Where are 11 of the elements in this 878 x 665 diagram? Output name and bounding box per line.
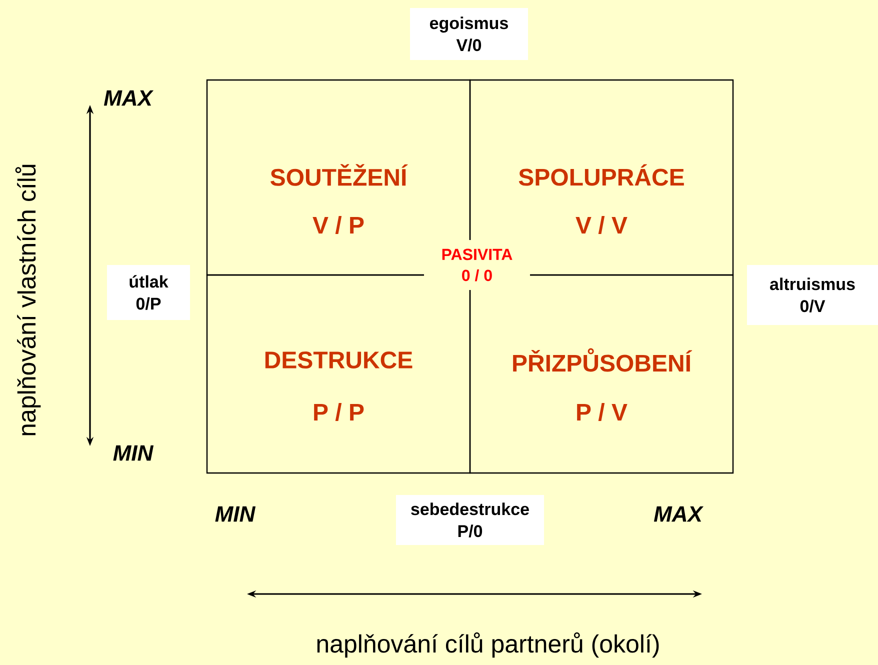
label-box: útlak 0/P — [107, 265, 190, 320]
axis-end-label: MIN — [215, 506, 256, 522]
center-label: PASIVITA 0 / 0 — [424, 240, 530, 290]
axis-title: naplňování cílů partnerů (okolí) — [317, 632, 659, 658]
axis-end-label: MIN — [113, 445, 154, 461]
axis-end-label: MAX — [654, 506, 704, 522]
label-box: egoismus V/0 — [410, 8, 528, 60]
axis-title: naplňování vlastních cílů — [15, 164, 41, 436]
label-box: sebedestrukce P/0 — [396, 495, 544, 545]
axis-end-label: MAX — [104, 90, 154, 106]
label-box: altruismus 0/V — [747, 265, 878, 325]
